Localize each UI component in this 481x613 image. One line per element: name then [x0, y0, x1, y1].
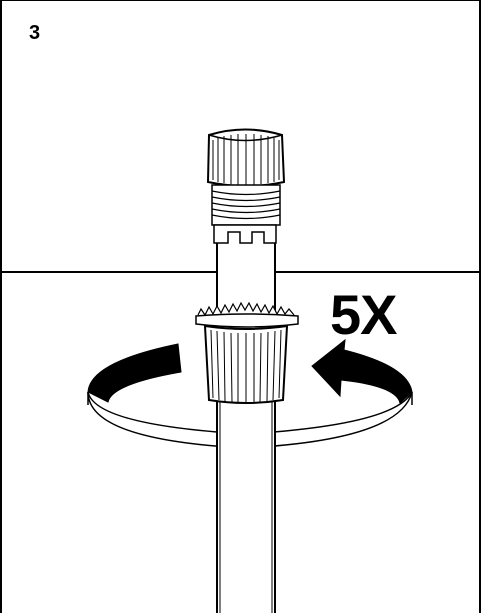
step-number: 3: [29, 22, 40, 44]
rotation-arrow-icon: [311, 338, 413, 404]
tube: [216, 235, 276, 613]
upper-fitting: [206, 128, 286, 244]
lower-nut: [195, 301, 299, 404]
rotation-arrow-icon: [87, 343, 182, 403]
rotation-count-label: 5X: [330, 283, 397, 346]
rotation-ring-front: [87, 392, 413, 405]
